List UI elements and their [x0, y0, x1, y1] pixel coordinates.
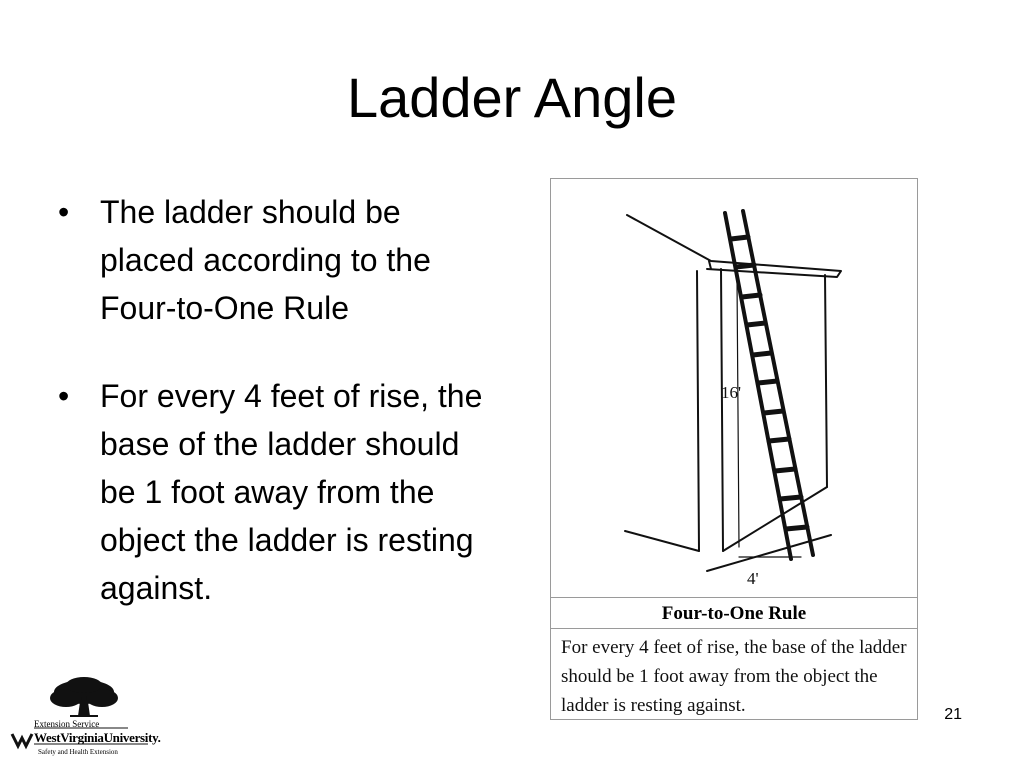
ladder-rung [750, 350, 774, 358]
wall-right-edge [824, 274, 828, 488]
caption-text: For every 4 feet of rise, the base of th… [561, 637, 907, 716]
ladder-rung [761, 408, 786, 416]
wall-bottom-edge [722, 486, 828, 552]
roof-line [626, 214, 842, 278]
bullet-text: The ladder should be placed according to… [100, 194, 431, 326]
height-label: 16' [721, 383, 742, 402]
height-measure-line [736, 278, 740, 548]
caption-title: Four-to-One Rule [551, 597, 917, 629]
ladder-illustration [624, 209, 842, 572]
ladder-rung [755, 378, 780, 386]
logo-line-2: WestVirginiaUniversity. [34, 730, 161, 745]
bullet-marker: • [58, 378, 70, 414]
logo-line-1: Extension Service [34, 719, 100, 729]
ladder-rung [728, 234, 751, 242]
bullet-item: • The ladder should be placed according … [58, 188, 498, 332]
page-number: 21 [944, 706, 962, 723]
bullet-marker: • [58, 194, 70, 230]
ground-line [624, 530, 700, 552]
four-to-one-figure: 16' 4' Four-to-One Rule For every 4 feet… [550, 178, 918, 720]
ladder [723, 209, 815, 561]
wall-left-edge [696, 270, 700, 552]
roof-eave [708, 260, 712, 270]
ladder-rung [739, 292, 763, 300]
ladder-rung [772, 466, 798, 474]
ladder-rung [766, 436, 792, 444]
slide-title: Ladder Angle [346, 66, 678, 129]
ladder-rung [744, 320, 768, 328]
base-label: 4' [747, 569, 759, 588]
tree-icon [10, 677, 148, 750]
bullet-item: • For every 4 feet of rise, the base of … [58, 372, 498, 612]
ladder-rung [777, 494, 804, 502]
wall-corner-edge [720, 268, 724, 552]
ladder-rung [783, 524, 810, 532]
logo-line-3: Safety and Health Extension [38, 748, 118, 756]
wvu-extension-logo: Extension Service WestVirginiaUniversity… [8, 676, 161, 762]
bullet-list: • The ladder should be placed according … [58, 188, 498, 652]
ladder-rung [733, 262, 757, 270]
bullet-text: For every 4 feet of rise, the base of th… [100, 378, 483, 606]
ladder-rungs [728, 234, 810, 532]
